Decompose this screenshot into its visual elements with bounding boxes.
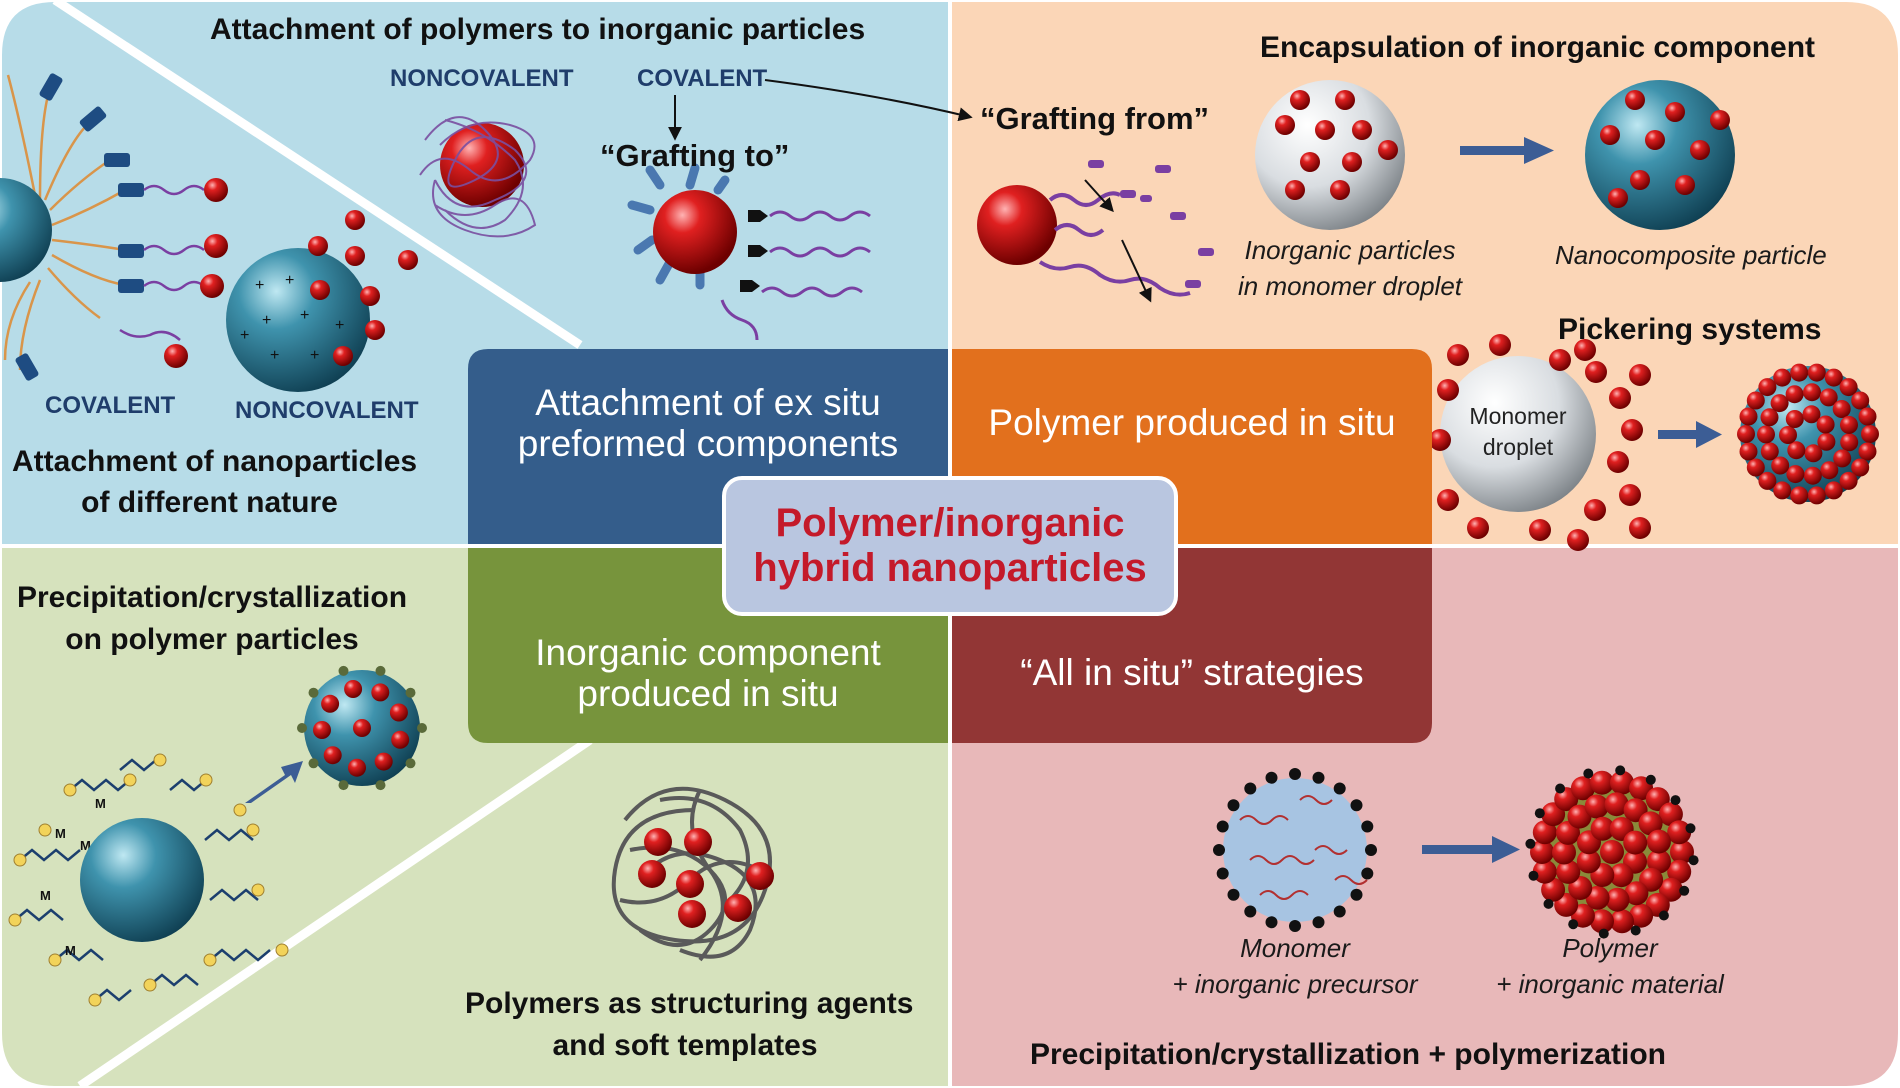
grafting-to-end-groups [740,210,768,292]
polymer-coil [419,116,537,238]
monomer-precursor-label-2: + inorganic precursor [1172,969,1418,999]
encapsulation-arrow [1460,137,1554,164]
grafting-to-red-particle [653,190,737,274]
svg-text:+: + [285,272,294,289]
encapsulation-title: Encapsulation of inorganic component [1260,31,1816,64]
charged-end-groups [8,753,289,1007]
linker-heads [15,73,144,381]
nanocomposite-particle [1585,80,1735,230]
polymer-inorganic-label-1: Polymer [1562,933,1658,963]
large-teal-particle [0,178,52,282]
quadrant-top-left-label: Attachment of ex situ preformed componen… [517,381,899,464]
grafting-to-chains [720,210,871,341]
monomer-droplet [1440,356,1596,512]
nanoparticle-attachment-title-2: of different nature [81,486,338,519]
metal-ion-markers: MMM MM [40,796,106,958]
structuring-title-1: Polymers as structuring agents [465,987,914,1020]
pickering-red-particles [1429,334,1651,551]
divider-top-left [52,0,583,349]
polymer-inorganic-label-2: + inorganic material [1496,969,1724,999]
precipitated-inorganic-particles [297,665,427,791]
pickering-shell-particles [1737,363,1879,505]
monomer-droplet-label-2: droplet [1482,434,1554,460]
center-box [722,476,1178,616]
inorganic-particles-label-2: in monomer droplet [1238,271,1462,301]
svg-text:+: + [255,277,264,294]
droplet-red-particles [1275,90,1398,200]
monomer-precursor-label-1: Monomer [1240,933,1350,963]
template-red-particles [638,828,774,928]
precipitation-title-1: Precipitation/crystallization [16,581,408,614]
grafting-to-label: “Grafting to” [600,138,790,173]
monomer-droplet-label-1: Monomer [1469,403,1567,429]
grafting-to-linkers [627,163,730,290]
svg-text:M: M [55,826,66,841]
nanocomposite-label: Nanocomposite particle [1555,240,1827,270]
covalent-label-left: COVALENT [45,392,176,419]
svg-text:+: + [310,347,319,364]
polymer-attachment-title: Attachment of polymers to inorganic part… [210,13,866,46]
precursor-chains [1239,795,1368,900]
noncovalent-label-top: NONCOVALENT [390,65,574,92]
inorganic-particles-label-1: Inorganic particles [1244,235,1456,265]
charged-teal-particle [226,248,370,392]
polymerization-arrow [1422,836,1520,863]
hybrid-inorganic-particles [1525,765,1699,939]
pickering-arrow [1658,421,1722,448]
nanocomposite-red-particles [1600,90,1730,208]
functional-chains [14,758,271,1002]
covalent-to-grafting-from-arrow [764,79,973,122]
precipitation-title-2: on polymer particles [65,623,359,656]
svg-text:M: M [95,796,106,811]
svg-text:+: + [240,327,249,344]
attached-polymer-chains [119,184,205,341]
grafting-from-chains [1038,191,1191,297]
svg-text:+: + [300,307,309,324]
covalent-label-top: COVALENT [637,65,768,92]
noncovalent-label-left: NONCOVALENT [235,397,419,424]
adsorbed-red-particles [308,210,418,366]
divider-bottom-left [77,736,593,1088]
monomer-units [1088,160,1214,288]
grafting-from-label: “Grafting from” [980,101,1210,136]
all-in-situ-title: Precipitation/crystallization + polymeri… [1030,1038,1666,1071]
monomer-precursor-droplet [1223,778,1367,922]
quadrant-bottom-right-label: “All in situ” strategies [1020,652,1364,694]
pickering-title: Pickering systems [1558,313,1822,346]
surfactant-heads [1213,768,1377,932]
svg-text:+: + [270,347,279,364]
svg-text:M: M [80,838,91,853]
svg-text:M: M [40,888,51,903]
center-title: Polymer/inorganic hybrid nanoparticles [753,501,1147,590]
svg-text:M: M [65,943,76,958]
quadrant-bottom-left-label: Inorganic component produced in situ [535,631,881,714]
svg-text:+: + [262,312,271,329]
polymer-core-particle [80,818,204,942]
quadrant-top-right-label: Polymer produced in situ [988,402,1396,444]
grafting-from-red-particle [977,185,1057,265]
precipitation-arrow [245,761,303,803]
structuring-title-2: and soft templates [552,1029,818,1062]
nanoparticle-attachment-title-1: Attachment of nanoparticles [12,445,418,478]
svg-text:+: + [335,317,344,334]
